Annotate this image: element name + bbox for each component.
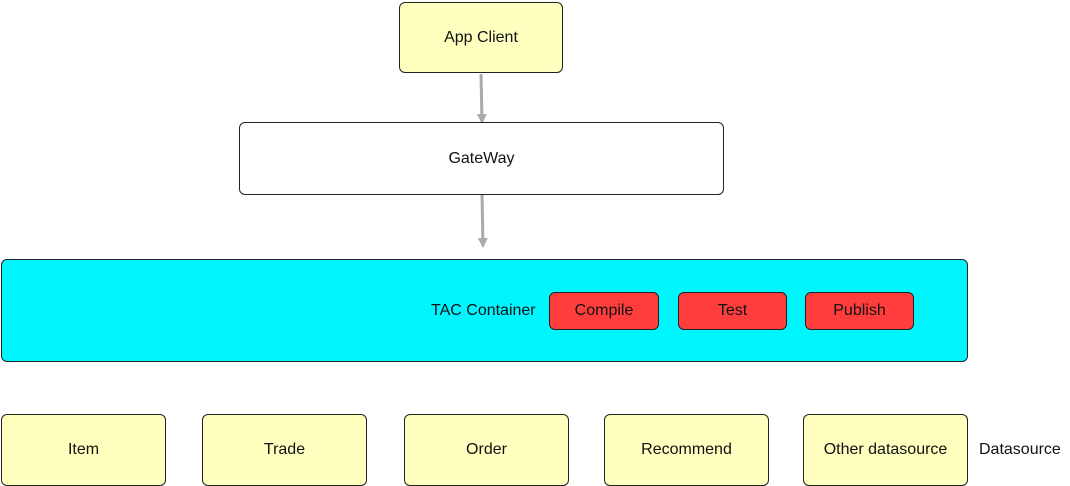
compile-button[interactable]: Compile <box>549 292 659 330</box>
gateway-box: GateWay <box>239 122 724 195</box>
client-to-gateway-arrow <box>476 73 487 124</box>
trade-datasource-label: Trade <box>263 441 306 458</box>
publish-button[interactable]: Publish <box>805 292 914 330</box>
order-datasource-box: Order <box>404 414 569 486</box>
app-client-box: App Client <box>399 2 563 73</box>
item-datasource-box: Item <box>1 414 166 486</box>
gateway-to-container-arrow <box>477 194 488 248</box>
publish-button-label: Publish <box>833 302 886 319</box>
item-datasource-label: Item <box>67 441 100 458</box>
test-button-label: Test <box>717 302 748 319</box>
order-datasource-label: Order <box>466 441 507 458</box>
other-datasource-label: Other datasource <box>823 441 948 458</box>
other-datasource-box: Other datasource <box>803 414 968 486</box>
tac-container-label: TAC Container <box>431 302 536 319</box>
app-client-label: App Client <box>444 28 518 46</box>
trade-datasource-box: Trade <box>202 414 367 486</box>
gateway-label: GateWay <box>448 149 515 167</box>
recommend-datasource-label: Recommend <box>641 441 732 458</box>
datasource-caption: Datasource <box>979 441 1061 458</box>
recommend-datasource-box: Recommend <box>604 414 769 486</box>
test-button[interactable]: Test <box>678 292 787 330</box>
compile-button-label: Compile <box>574 302 634 319</box>
